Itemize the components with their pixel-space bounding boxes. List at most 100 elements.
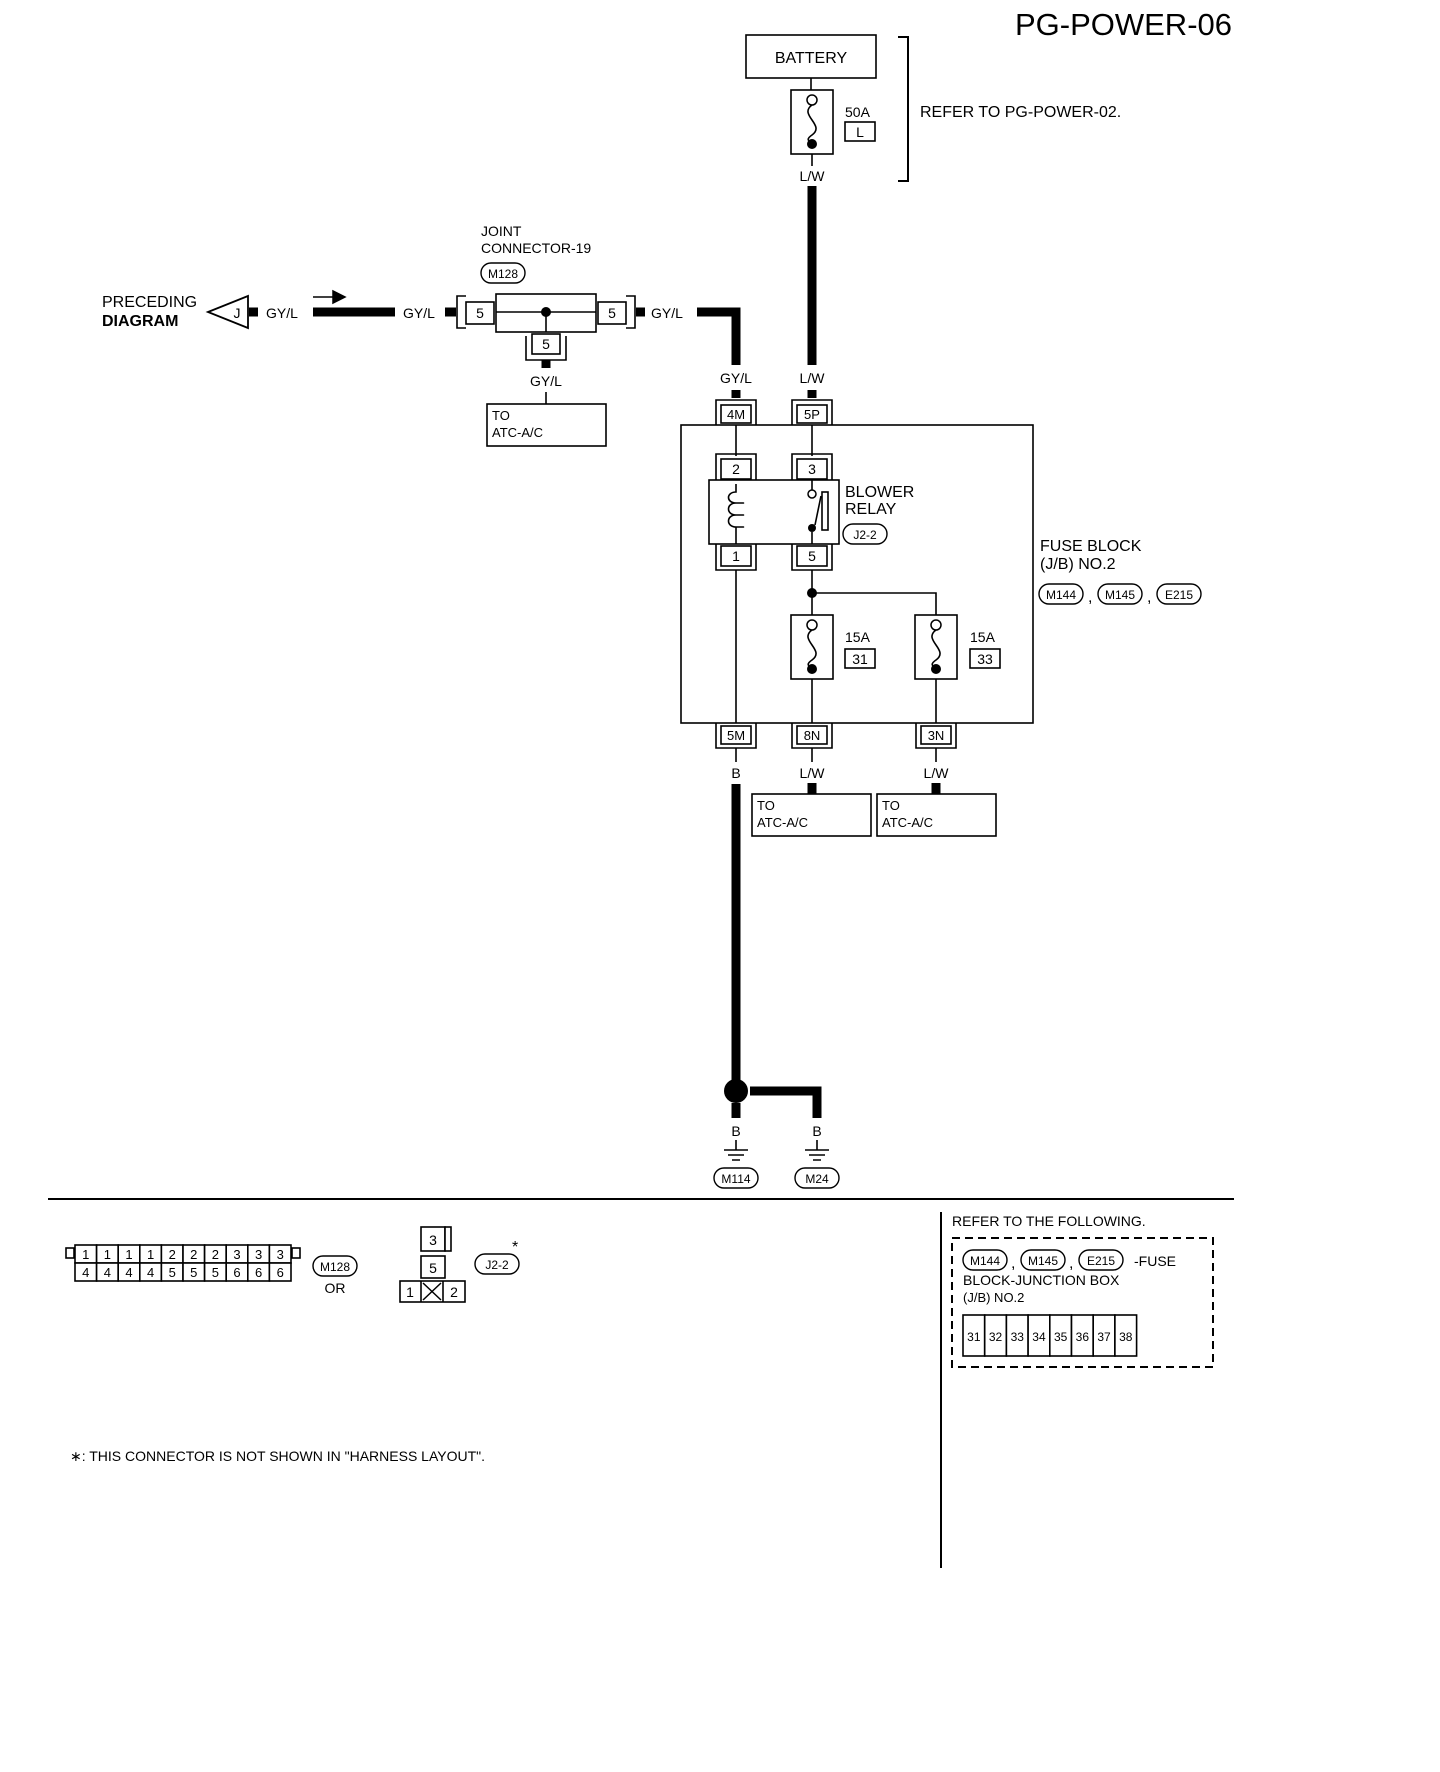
relay-pin-1-text: 1 <box>732 548 740 564</box>
legend-fuse-cell-text: 33 <box>1011 1330 1025 1344</box>
legend-m128-cell-text: 1 <box>125 1247 132 1262</box>
joint-pin-left <box>465 301 495 325</box>
to-atc-box-3 <box>876 793 997 837</box>
legend-fuse-cell-text: 32 <box>989 1330 1003 1344</box>
refer-tag-m144 <box>962 1249 1008 1271</box>
connector-tag-m128 <box>480 262 526 284</box>
legend-fuse-cell <box>1114 1314 1138 1357</box>
connector-tag-m24-text: M24 <box>805 1172 829 1186</box>
wire-gyl-label-preceding: GY/L <box>266 305 298 321</box>
legend-m128-cell-text: 3 <box>277 1247 284 1262</box>
legend-m128-cell-text: 2 <box>190 1247 197 1262</box>
legend-j22-pin-5: 5 <box>429 1260 437 1276</box>
battery-box <box>745 34 877 79</box>
fuse-block-jb2: 4M 5P 2 3 BLOWER RELAY J2-2 1 5 <box>680 399 1202 749</box>
refer-bracket <box>898 36 909 182</box>
wire-b-label-5m: B <box>731 765 740 781</box>
preceding-letter: J <box>234 305 241 321</box>
legend-m128-cell-text: 6 <box>233 1265 240 1280</box>
wire-gyl-label-joint-out: GY/L <box>651 305 683 321</box>
connector-tag-m128-text: M128 <box>488 267 518 281</box>
battery-group: BATTERY 50A L REFER TO PG-POWER-02. L/W <box>745 34 1121 184</box>
legend-fuse-cell-text: 35 <box>1054 1330 1068 1344</box>
joint-pin-left-text: 5 <box>476 305 484 321</box>
relay-pin-2 <box>720 458 752 480</box>
refer-tag-e215-text: E215 <box>1087 1254 1115 1268</box>
fuse-50a-rating: 50A <box>845 104 871 120</box>
ground-m24-icon <box>805 1149 829 1161</box>
legend-j22-asterisk: * <box>512 1239 518 1256</box>
legend-tag-j2-2-text: J2-2 <box>485 1258 509 1272</box>
legend-m128-cell-text: 4 <box>147 1265 154 1280</box>
blower-relay-line2: RELAY <box>845 501 897 518</box>
refer-fuse-line3: (J/B) NO.2 <box>963 1290 1024 1305</box>
connector-tag-j2-2-text: J2-2 <box>853 528 877 542</box>
terminal-8n-text: 8N <box>804 728 821 743</box>
wire-b-branch <box>750 1086 822 1118</box>
to-atc-2-line1: TO <box>757 798 775 813</box>
legend-m128-cell <box>268 1262 292 1282</box>
terminal-5p <box>796 404 828 424</box>
preceding-diagram: PRECEDING DIAGRAM J GY/L GY/L <box>102 289 456 330</box>
legend-m128-cell-text: 3 <box>255 1247 262 1262</box>
wiring-diagram: PG-POWER-06 BATTERY 50A L REFER TO PG-PO… <box>48 7 1234 1568</box>
wire-b-label-m24: B <box>812 1123 821 1139</box>
relay-switch-contact-icon <box>814 495 822 526</box>
legend-m128-cell-text: 6 <box>255 1265 262 1280</box>
refer-tag-m144-text: M144 <box>970 1254 1000 1268</box>
refer-fuse-line2: BLOCK-JUNCTION BOX <box>963 1272 1120 1288</box>
wire-gyl-label-4m: GY/L <box>720 370 752 386</box>
battery-wire-label: L/W <box>800 168 826 184</box>
connector-tag-m24 <box>794 1167 840 1189</box>
fuse-33-rating: 15A <box>970 629 996 645</box>
wire-lw-label-3n: L/W <box>924 765 950 781</box>
fuse-block-line1: FUSE BLOCK <box>1040 538 1142 555</box>
connector-tag-j2-2 <box>842 523 888 545</box>
fuse-50a-id: L <box>856 124 864 140</box>
refer-note: REFER TO PG-POWER-02. <box>920 104 1121 121</box>
connector-tag-m145 <box>1097 583 1143 605</box>
legend-tag-m128 <box>312 1255 358 1277</box>
wire-gyl-label-joint-down: GY/L <box>530 373 562 389</box>
legend-j22-key-icon <box>422 1282 442 1301</box>
legend-tag-m128-text: M128 <box>320 1260 350 1274</box>
joint-pin-right <box>597 301 627 325</box>
terminal-3n-text: 3N <box>928 728 945 743</box>
joint-connector-19: JOINT CONNECTOR-19 M128 5 5 5 GY/L TO AT… <box>456 223 752 447</box>
preceding-line2: DIAGRAM <box>102 313 178 330</box>
wire-gyl-right <box>697 307 741 365</box>
legend-m128-cell-text: 4 <box>104 1265 111 1280</box>
legend-fuse-cell-text: 36 <box>1076 1330 1090 1344</box>
wire-b-label-m114: B <box>731 1123 740 1139</box>
fuse-33-id: 33 <box>977 651 993 667</box>
legend-footnote: ∗: THIS CONNECTOR IS NOT SHOWN IN "HARNE… <box>70 1448 485 1464</box>
legend-m128-cell-text: 1 <box>147 1247 154 1262</box>
preceding-arrow-icon <box>205 294 249 330</box>
relay-coil-icon <box>727 484 745 540</box>
ground-splice <box>724 1079 748 1103</box>
legend-j22-pin-2: 2 <box>450 1284 458 1300</box>
connector-sep-2: , <box>1147 589 1151 606</box>
legend-j2-2-connector: 3 5 1 2 J2-2 * <box>399 1226 520 1303</box>
to-atc-box-2 <box>751 793 872 837</box>
legend-fuse-cell-text: 38 <box>1119 1330 1133 1344</box>
legend-m128-cell-text: 3 <box>233 1247 240 1262</box>
legend-m128-cell-text: 5 <box>190 1265 197 1280</box>
ground-m114-icon <box>724 1149 748 1161</box>
to-atc-1-line2: ATC-A/C <box>492 425 543 440</box>
fuse-31-rating: 15A <box>845 629 871 645</box>
connector-tag-m144-text: M144 <box>1046 588 1076 602</box>
fuse-31-id: 31 <box>852 651 868 667</box>
joint-pin-bottom <box>531 333 561 355</box>
legend-m128-cell-text: 1 <box>82 1247 89 1262</box>
terminal-5p-text: 5P <box>804 407 820 422</box>
to-atc-box-1 <box>486 403 607 447</box>
to-atc-3-line2: ATC-A/C <box>882 815 933 830</box>
to-atc-3-line1: TO <box>882 798 900 813</box>
joint-connector-line2: CONNECTOR-19 <box>481 240 591 256</box>
terminal-5m <box>720 725 752 745</box>
refer-tag-m145-text: M145 <box>1028 1254 1058 1268</box>
legend-tag-j2-2 <box>474 1253 520 1275</box>
legend-fuse-cell-text: 31 <box>967 1330 981 1344</box>
